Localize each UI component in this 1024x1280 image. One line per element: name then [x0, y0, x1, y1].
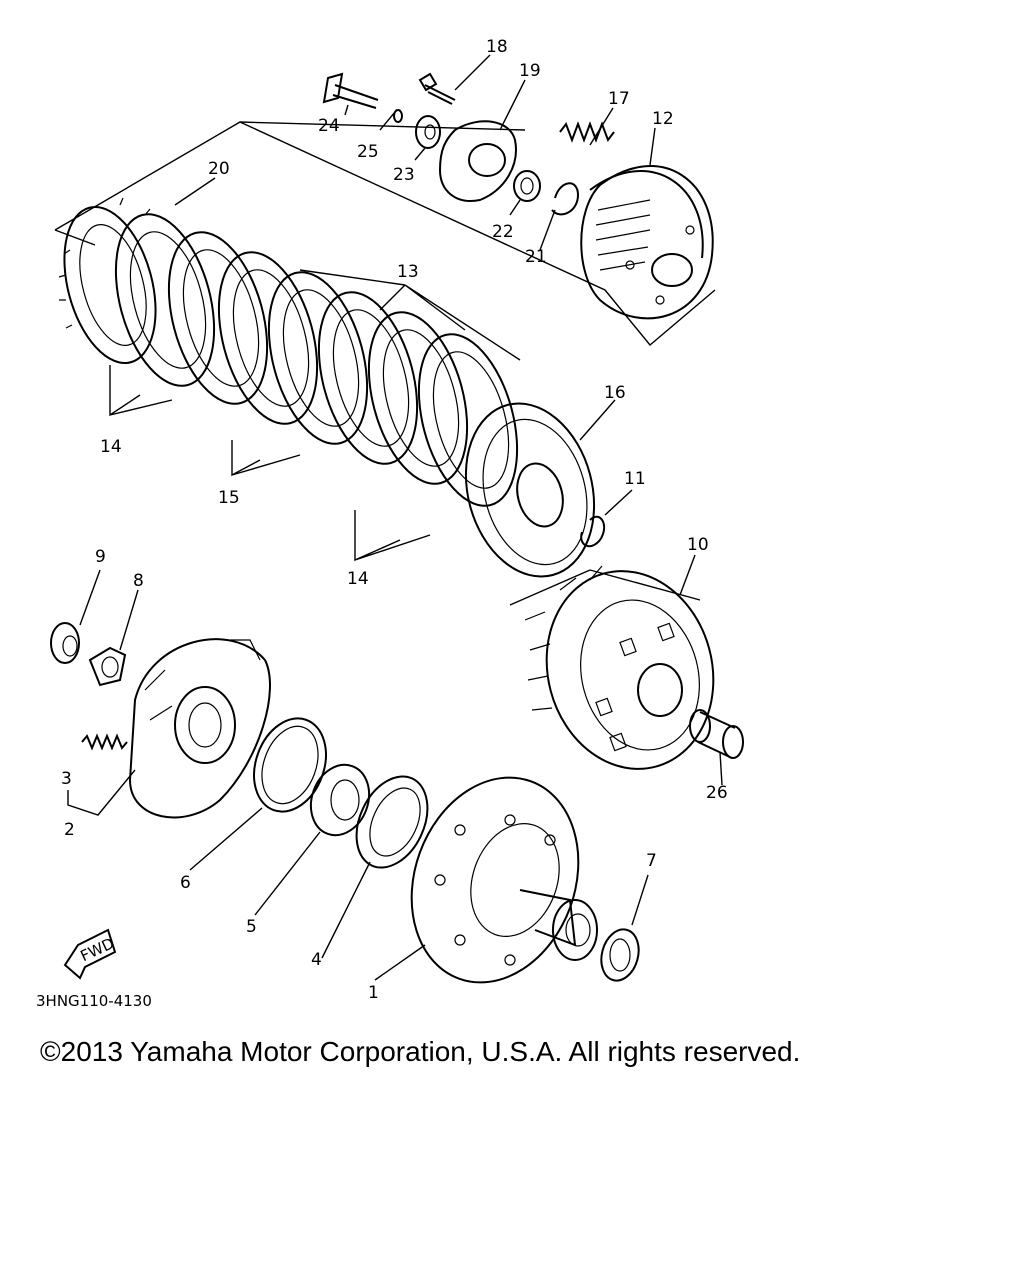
callout-6: 6 — [180, 873, 191, 893]
spring-3 — [81, 733, 128, 751]
callout-21: 21 — [525, 247, 547, 267]
bolt-18 — [418, 72, 456, 105]
nut-9 — [50, 622, 80, 664]
callout-7: 7 — [646, 851, 657, 871]
callout-22: 22 — [492, 222, 514, 242]
callout-18: 18 — [486, 37, 508, 57]
callout-13: 13 — [397, 262, 419, 282]
callout-12: 12 — [652, 109, 674, 129]
pressure-spring-17 — [559, 121, 615, 143]
clutch-housing-cover-12 — [580, 165, 714, 320]
primary-driven-gear-1 — [410, 776, 598, 984]
push-plate-19 — [438, 120, 517, 202]
clutch-hub-10 — [524, 565, 715, 770]
friction-plate-20 — [58, 197, 157, 365]
callout-11: 11 — [624, 469, 646, 489]
lock-washer-21 — [551, 182, 580, 216]
bearing-23 — [415, 115, 441, 149]
plate-stack — [114, 213, 519, 507]
callout-19: 19 — [519, 61, 541, 81]
one-way-clutch-4 — [355, 775, 429, 869]
callout-1: 1 — [368, 983, 379, 1003]
bearing-22 — [513, 170, 541, 202]
lock-washer-8 — [88, 646, 127, 687]
thrust-washer-6 — [253, 717, 327, 813]
callout-24: 24 — [318, 116, 340, 136]
callout-10: 10 — [687, 535, 709, 555]
bushing-26 — [689, 709, 744, 759]
callout-2: 2 — [64, 820, 75, 840]
callout-8: 8 — [133, 571, 144, 591]
washer-7 — [600, 928, 640, 982]
circlip-11 — [580, 515, 606, 548]
fwd-arrow-icon — [63, 928, 117, 980]
callout-25: 25 — [357, 142, 379, 162]
callout-20: 20 — [208, 159, 230, 179]
callout-4: 4 — [311, 950, 322, 970]
drawing-code: 3HNG110-4130 — [36, 992, 152, 1010]
pin-25 — [393, 109, 403, 123]
callout-15: 15 — [218, 488, 240, 508]
callout-9: 9 — [95, 547, 106, 567]
callout-26: 26 — [706, 783, 728, 803]
callout-14-b: 14 — [347, 569, 369, 589]
callout-14-a: 14 — [100, 437, 122, 457]
clutch-carrier-2 — [128, 638, 271, 819]
bearing-5 — [309, 763, 371, 837]
push-rod-24 — [322, 72, 379, 109]
callout-3: 3 — [61, 769, 72, 789]
callout-17: 17 — [608, 89, 630, 109]
callout-5: 5 — [246, 917, 257, 937]
pressure-plate-16 — [464, 402, 596, 578]
clutch-exploded-diagram: 1 2 3 4 5 6 7 8 9 10 11 12 13 14 14 15 1… — [36, 37, 744, 1010]
callout-23: 23 — [393, 165, 415, 185]
copyright-notice: ©2013 Yamaha Motor Corporation, U.S.A. A… — [40, 1036, 801, 1067]
callout-16: 16 — [604, 383, 626, 403]
